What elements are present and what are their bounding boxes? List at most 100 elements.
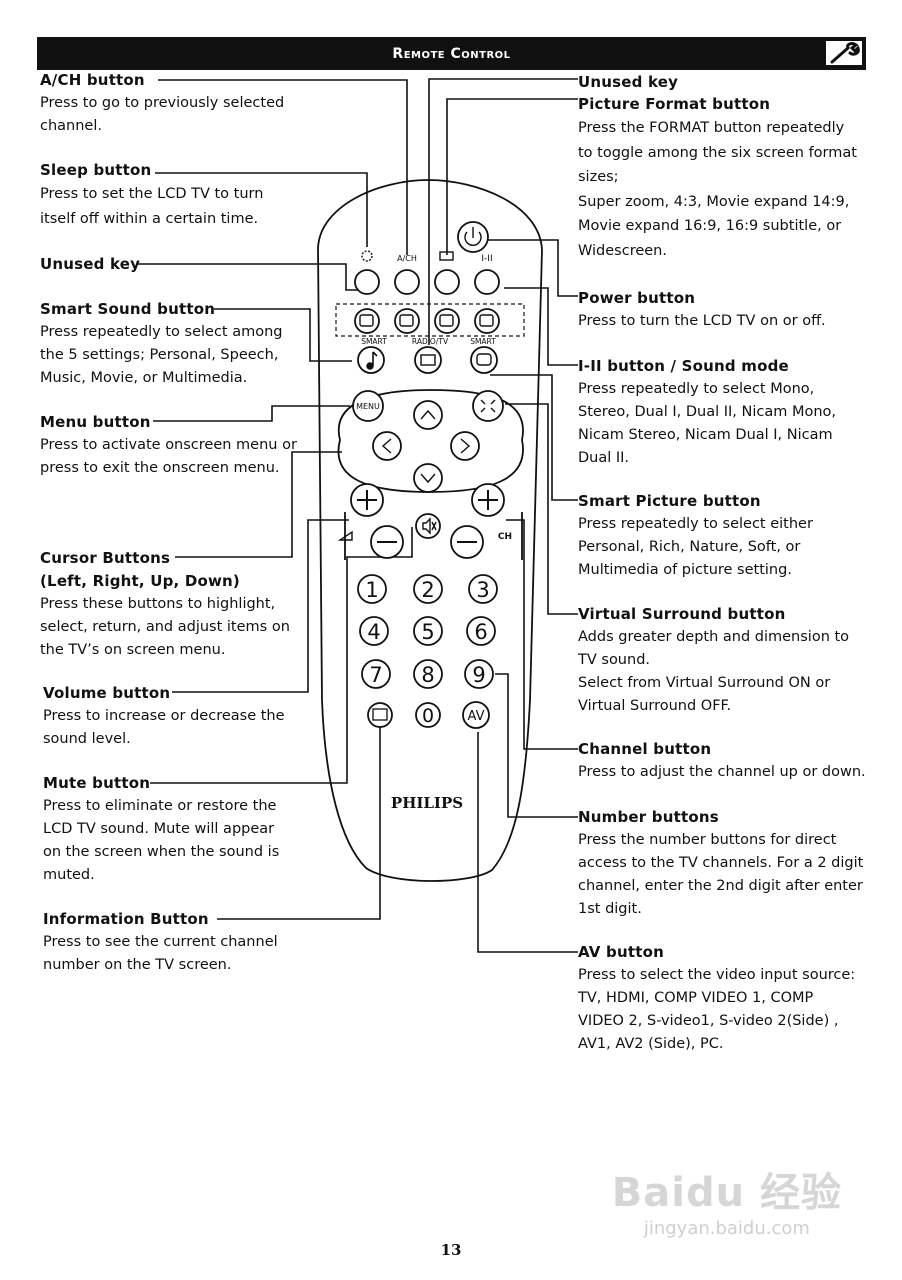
leader-i-ii: [504, 287, 578, 366]
virtual-surround-title: Virtual Surround button: [578, 605, 786, 623]
ach-button[interactable]: [394, 269, 420, 295]
teletext-button-2[interactable]: [394, 308, 420, 334]
number-button-9[interactable]: [464, 659, 494, 689]
smart-sound-label: SMART: [361, 337, 387, 346]
teletext-button-1[interactable]: [354, 308, 380, 334]
cursor-right-button[interactable]: [450, 431, 480, 461]
smart-sound-title: Smart Sound button: [40, 300, 216, 318]
leader-number: [495, 673, 578, 818]
volume-text: Press to increase or decrease the sound …: [43, 708, 285, 747]
virtual-surround-text: Adds greater depth and dimension to TV s…: [578, 629, 850, 714]
menu-button[interactable]: [352, 390, 384, 422]
ach-title: A/CH button: [40, 71, 145, 89]
menu-title: Menu button: [40, 413, 151, 431]
info-title: Information Button: [43, 910, 209, 928]
number-button-1[interactable]: [357, 574, 387, 604]
section-title: Remote Control: [392, 46, 511, 62]
i-ii-button[interactable]: [474, 269, 500, 295]
number-button-7[interactable]: [361, 659, 391, 689]
number-button-8[interactable]: [413, 659, 443, 689]
smart-picture-label: SMART: [470, 337, 496, 346]
radio-tv-button[interactable]: [414, 346, 442, 374]
ach-description: A/CH button Press to go to previously se…: [40, 69, 310, 138]
i-ii-description: I-II button / Sound mode Press repeatedl…: [578, 355, 878, 470]
ch-label: CH: [498, 532, 512, 542]
volume-description: Volume button Press to increase or decre…: [43, 682, 313, 751]
radio-tv-label: RADIO/TV: [412, 337, 449, 346]
sleep-title: Sleep button: [40, 161, 152, 179]
leader-unused-right: [428, 78, 578, 345]
number-button-4[interactable]: [359, 616, 389, 646]
smart-picture-title: Smart Picture button: [578, 492, 761, 510]
power-title: Power button: [578, 289, 696, 307]
power-button[interactable]: [457, 221, 489, 253]
channel-description: Channel button Press to adjust the chann…: [578, 738, 878, 784]
leader-channel: [506, 519, 578, 750]
page-number: 13: [440, 1241, 462, 1259]
number-button-6[interactable]: [466, 616, 496, 646]
info-text: Press to see the current channel number …: [43, 934, 278, 973]
volume-wedge-icon: [337, 530, 353, 541]
cursor-down-button[interactable]: [413, 463, 443, 493]
number-buttons-text: Press the number buttons for direct acce…: [578, 832, 864, 917]
number-button-2[interactable]: [413, 574, 443, 604]
teletext-button-4[interactable]: [474, 308, 500, 334]
watermark-url: jingyan.baidu.com: [643, 1218, 810, 1239]
cursor-description: Cursor Buttons (Left, Right, Up, Down) P…: [40, 547, 310, 662]
power-text: Press to turn the LCD TV on or off.: [578, 313, 826, 329]
info-button[interactable]: [367, 702, 393, 728]
sleep-icon: [361, 250, 373, 262]
unused-key-right-description: Unused key: [578, 71, 878, 94]
number-button-5[interactable]: [413, 616, 443, 646]
brand-logo: PHILIPS: [391, 794, 463, 812]
smart-picture-button[interactable]: [470, 346, 498, 374]
i-ii-title: I-II button / Sound mode: [578, 357, 789, 375]
info-description: Information Button Press to see the curr…: [43, 908, 313, 977]
teletext-button-3[interactable]: [434, 308, 460, 334]
smart-sound-button[interactable]: [357, 346, 385, 374]
picture-format-title: Picture Format button: [578, 95, 771, 113]
sleep-button[interactable]: [354, 269, 380, 295]
picture-format-button[interactable]: [434, 269, 460, 295]
cursor-text: Press these buttons to highlight, select…: [40, 596, 290, 658]
volume-up-button[interactable]: [350, 483, 384, 517]
cursor-up-button[interactable]: [413, 400, 443, 430]
smart-picture-description: Smart Picture button Press repeatedly to…: [578, 490, 878, 582]
av-title: AV button: [578, 943, 664, 961]
ach-label: A/CH: [397, 254, 417, 263]
sleep-text: Press to set the LCD TV to turn itself o…: [40, 186, 264, 227]
menu-text: Press to activate onscreen menu or press…: [40, 437, 297, 476]
volume-down-button[interactable]: [370, 525, 404, 559]
unused-key-right-title: Unused key: [578, 73, 679, 91]
virtual-surround-button[interactable]: [472, 390, 504, 422]
virtual-surround-description: Virtual Surround button Adds greater dep…: [578, 603, 878, 718]
cursor-left-button[interactable]: [372, 431, 402, 461]
smart-sound-text: Press repeatedly to select among the 5 s…: [40, 324, 283, 386]
picture-format-icon: [439, 251, 454, 261]
watermark-logo: Baidu 经验: [611, 1170, 842, 1216]
channel-down-button[interactable]: [450, 525, 484, 559]
number-button-0[interactable]: [415, 702, 441, 728]
mute-button[interactable]: [415, 513, 441, 539]
channel-up-button[interactable]: [471, 483, 505, 517]
number-buttons-description: Number buttons Press the number buttons …: [578, 806, 878, 921]
cursor-title: Cursor Buttons (Left, Right, Up, Down): [40, 549, 240, 590]
smart-sound-description: Smart Sound button Press repeatedly to s…: [40, 298, 310, 390]
menu-description: Menu button Press to activate onscreen m…: [40, 411, 310, 480]
picture-format-description: Picture Format button Press the FORMAT b…: [578, 93, 878, 263]
number-button-3[interactable]: [468, 574, 498, 604]
wrench-icon: [824, 39, 864, 67]
mute-description: Mute button Press to eliminate or restor…: [43, 772, 313, 887]
av-button[interactable]: [462, 701, 490, 729]
leader-power: [488, 239, 578, 297]
ach-text: Press to go to previously selected chann…: [40, 95, 285, 134]
i-ii-label: I-II: [481, 254, 492, 264]
channel-text: Press to adjust the channel up or down.: [578, 764, 866, 780]
leader-smart-picture: [490, 374, 578, 501]
sleep-description: Sleep button Press to set the LCD TV to …: [40, 159, 310, 232]
av-text: Press to select the video input source: …: [578, 967, 856, 1052]
smart-picture-text: Press repeatedly to select either Person…: [578, 516, 813, 578]
av-description: AV button Press to select the video inpu…: [578, 941, 878, 1056]
section-header: Remote Control: [37, 37, 866, 70]
channel-title: Channel button: [578, 740, 712, 758]
